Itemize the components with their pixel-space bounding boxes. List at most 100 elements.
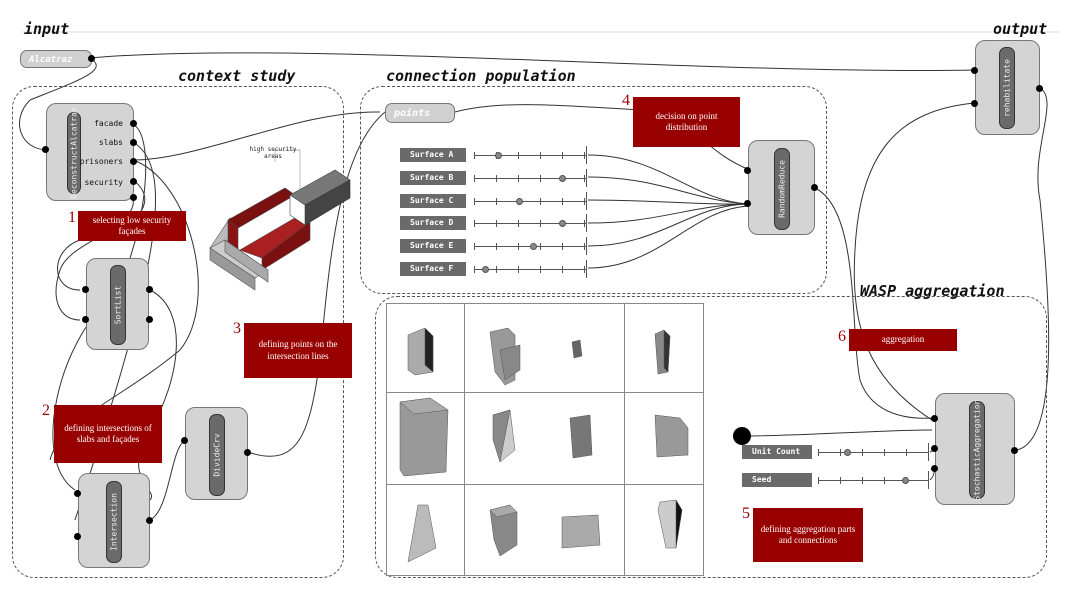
callout-box: selecting low security façades xyxy=(78,211,186,241)
slider-tick xyxy=(518,243,519,251)
deconstruct-output-slabs: slabs xyxy=(98,138,123,147)
surface-slider-knob[interactable] xyxy=(530,243,538,251)
slider-tick xyxy=(584,220,585,228)
stochastic-output-port[interactable] xyxy=(1011,447,1018,454)
sortlist-output-port-2[interactable] xyxy=(146,316,153,323)
deconstruct-output-prisoners: prisoners xyxy=(79,157,123,166)
deconstruct-pill: DeconstructAlcatraz xyxy=(67,107,81,199)
stochastic-pill: StochasticAggregation xyxy=(969,399,985,501)
callout-number: 1 xyxy=(68,209,76,226)
callout-number: 2 xyxy=(42,402,50,419)
slider-tick xyxy=(862,449,863,456)
rehabilitate-output-port[interactable] xyxy=(1036,85,1043,92)
high-security-note: high security areas xyxy=(249,146,297,160)
slider-tick xyxy=(474,243,475,251)
deconstruct-component[interactable]: DeconstructAlcatraz facade slabs prisone… xyxy=(46,103,134,201)
surface-slider-label: Surface C xyxy=(400,193,466,208)
dividecrv-output-port[interactable] xyxy=(244,449,251,456)
alcatraz-param[interactable]: Alcatraz xyxy=(20,50,92,68)
intersection-output-port[interactable] xyxy=(146,517,153,524)
slider-tick xyxy=(862,477,863,484)
deconstruct-input-port[interactable] xyxy=(42,146,49,153)
points-param[interactable]: points xyxy=(385,103,455,123)
slider-tick xyxy=(518,174,519,182)
sortlist-component[interactable]: SortList xyxy=(86,258,149,350)
slider-tick xyxy=(496,197,497,205)
randomreduce-output-port[interactable] xyxy=(811,184,818,191)
intersection-input-port-2[interactable] xyxy=(74,533,81,540)
surface-slider-track[interactable] xyxy=(474,223,586,225)
surface-slider-track[interactable] xyxy=(474,155,586,156)
dividecrv-input-port[interactable] xyxy=(181,437,188,444)
sortlist-input-port-2[interactable] xyxy=(82,316,89,323)
slider-tick xyxy=(474,220,475,228)
wasp-slider-track[interactable] xyxy=(818,452,928,453)
slider-tick xyxy=(474,266,475,273)
dividecrv-pill: DivideCrv xyxy=(209,414,225,496)
surface-slider-track[interactable] xyxy=(474,246,586,248)
sortlist-pill: SortList xyxy=(110,265,126,345)
slider-tick xyxy=(584,243,585,251)
surface-slider-track[interactable] xyxy=(474,200,586,202)
slider-tick xyxy=(562,266,563,273)
slider-end-marker xyxy=(586,214,587,233)
security-port[interactable] xyxy=(130,178,137,185)
slider-tick xyxy=(496,174,497,182)
slider-tick xyxy=(562,243,563,251)
intersection-component[interactable]: Intersection xyxy=(78,473,150,568)
slider-tick xyxy=(540,174,541,182)
slider-tick xyxy=(474,152,475,159)
surface-slider-label: Surface F xyxy=(400,262,466,276)
callout-number: 5 xyxy=(742,505,750,522)
intersection-input-port-1[interactable] xyxy=(74,490,81,497)
randomreduce-input-port-1[interactable] xyxy=(744,167,751,174)
callout-box: defining aggregation parts and connectio… xyxy=(753,508,863,562)
deconstruct-extra-port[interactable] xyxy=(130,194,137,201)
sortlist-input-port-1[interactable] xyxy=(82,286,89,293)
intersection-pill: Intersection xyxy=(106,481,122,563)
surface-slider-knob[interactable] xyxy=(559,220,567,228)
slider-tick xyxy=(818,477,819,484)
surface-slider-knob[interactable] xyxy=(559,174,567,182)
stochastic-input-port-2[interactable] xyxy=(931,445,938,452)
surface-slider-label: Surface E xyxy=(400,239,466,254)
surface-slider-track[interactable] xyxy=(474,269,586,270)
callout-number: 3 xyxy=(233,320,241,337)
surface-slider-knob[interactable] xyxy=(482,266,490,273)
prisoners-port[interactable] xyxy=(130,158,137,165)
rehabilitate-component[interactable]: rehabilitate xyxy=(975,40,1040,135)
stochastic-input-port-1[interactable] xyxy=(931,415,938,422)
slider-end-marker xyxy=(928,443,929,461)
slider-tick xyxy=(562,197,563,205)
slider-tick xyxy=(496,266,497,273)
surface-slider-knob[interactable] xyxy=(515,197,523,205)
slider-tick xyxy=(584,174,585,182)
slider-tick xyxy=(496,220,497,228)
slider-tick xyxy=(906,449,907,456)
slider-tick xyxy=(540,266,541,273)
parts-input-node[interactable] xyxy=(733,427,751,445)
slabs-port[interactable] xyxy=(130,139,137,146)
wasp-slider-track[interactable] xyxy=(818,480,928,481)
slider-end-marker xyxy=(586,260,587,278)
slider-end-marker xyxy=(586,146,587,164)
slider-tick xyxy=(474,197,475,205)
surface-slider-knob[interactable] xyxy=(494,152,502,159)
wasp-slider-knob[interactable] xyxy=(843,449,851,456)
wasp-slider-knob[interactable] xyxy=(901,477,909,484)
rehabilitate-input-port-1[interactable] xyxy=(971,67,978,74)
alcatraz-output-port[interactable] xyxy=(88,55,95,62)
facade-port[interactable] xyxy=(130,120,137,127)
rehabilitate-input-port-2[interactable] xyxy=(971,100,978,107)
slider-end-marker xyxy=(586,237,587,256)
callout-box: aggregation xyxy=(849,329,957,351)
stochastic-input-port-3[interactable] xyxy=(931,465,938,472)
surface-slider-track[interactable] xyxy=(474,177,586,179)
randomreduce-input-port-2[interactable] xyxy=(744,200,751,207)
sortlist-output-port-1[interactable] xyxy=(146,286,153,293)
region-connection-population xyxy=(360,86,827,294)
slider-tick xyxy=(584,197,585,205)
dividecrv-component[interactable]: DivideCrv xyxy=(185,407,248,500)
